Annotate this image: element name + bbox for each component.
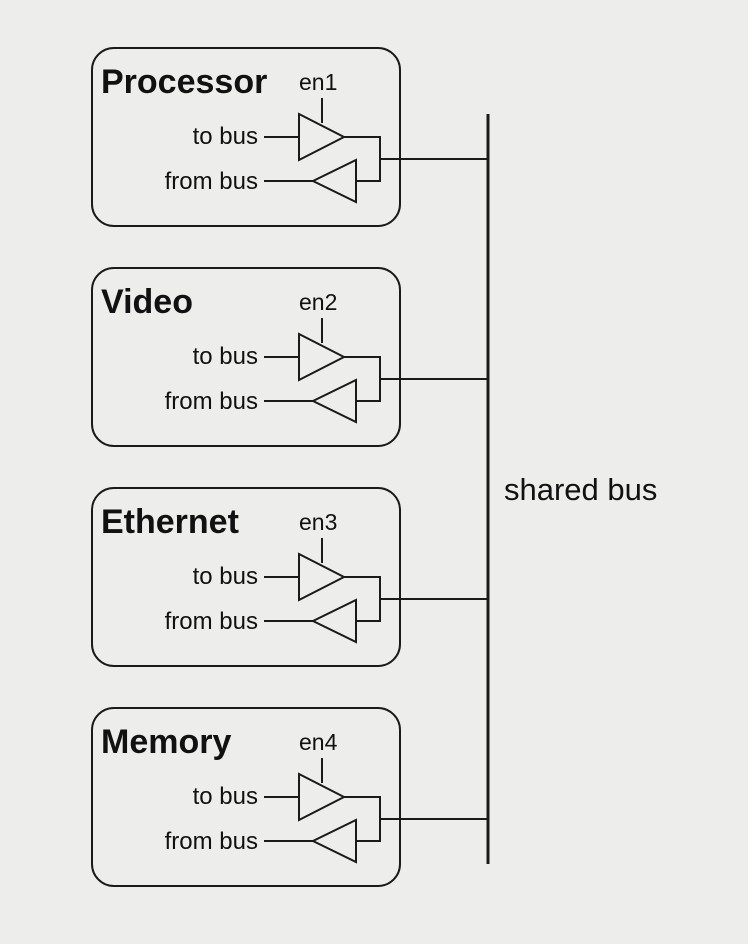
- to-bus-output-wire: [344, 796, 381, 842]
- from-bus-buffer-icon: [310, 598, 357, 644]
- to-bus-label: to bus: [193, 783, 258, 810]
- to-bus-label: to bus: [193, 563, 258, 590]
- module-video: Video en2 to bus from bus: [91, 267, 488, 447]
- module-memory: Memory en4 to bus from bus: [91, 707, 488, 887]
- module-title: Processor: [101, 63, 267, 101]
- module-box: [91, 267, 401, 447]
- enable-label: en2: [299, 289, 337, 315]
- to-bus-label: to bus: [193, 123, 258, 150]
- enable-label: en1: [299, 69, 337, 95]
- from-bus-label: from bus: [165, 168, 258, 195]
- to-bus-output-wire: [344, 576, 381, 622]
- from-bus-label: from bus: [165, 608, 258, 635]
- module-title: Ethernet: [101, 503, 239, 541]
- from-bus-label: from bus: [165, 388, 258, 415]
- module-box: [91, 487, 401, 667]
- module-title: Memory: [101, 723, 231, 761]
- to-bus-buffer-icon: [298, 772, 347, 822]
- to-bus-buffer-icon: [298, 112, 347, 162]
- to-bus-buffer-icon: [298, 552, 347, 602]
- to-bus-label: to bus: [193, 343, 258, 370]
- enable-label: en3: [299, 509, 337, 535]
- module-title: Video: [101, 283, 193, 321]
- from-bus-buffer-icon: [310, 158, 357, 204]
- to-bus-output-wire: [344, 356, 381, 402]
- module-ethernet: Ethernet en3 to bus from bus: [91, 487, 488, 667]
- to-bus-buffer-icon: [298, 332, 347, 382]
- to-bus-output-wire: [344, 136, 381, 182]
- from-bus-buffer-icon: [310, 378, 357, 424]
- from-bus-label: from bus: [165, 828, 258, 855]
- module-box: [91, 47, 401, 227]
- from-bus-buffer-icon: [310, 818, 357, 864]
- module-processor: Processor en1 to bus from bus: [91, 47, 488, 227]
- enable-label: en4: [299, 729, 338, 755]
- shared-bus-label: shared bus: [504, 472, 657, 507]
- module-box: [91, 707, 401, 887]
